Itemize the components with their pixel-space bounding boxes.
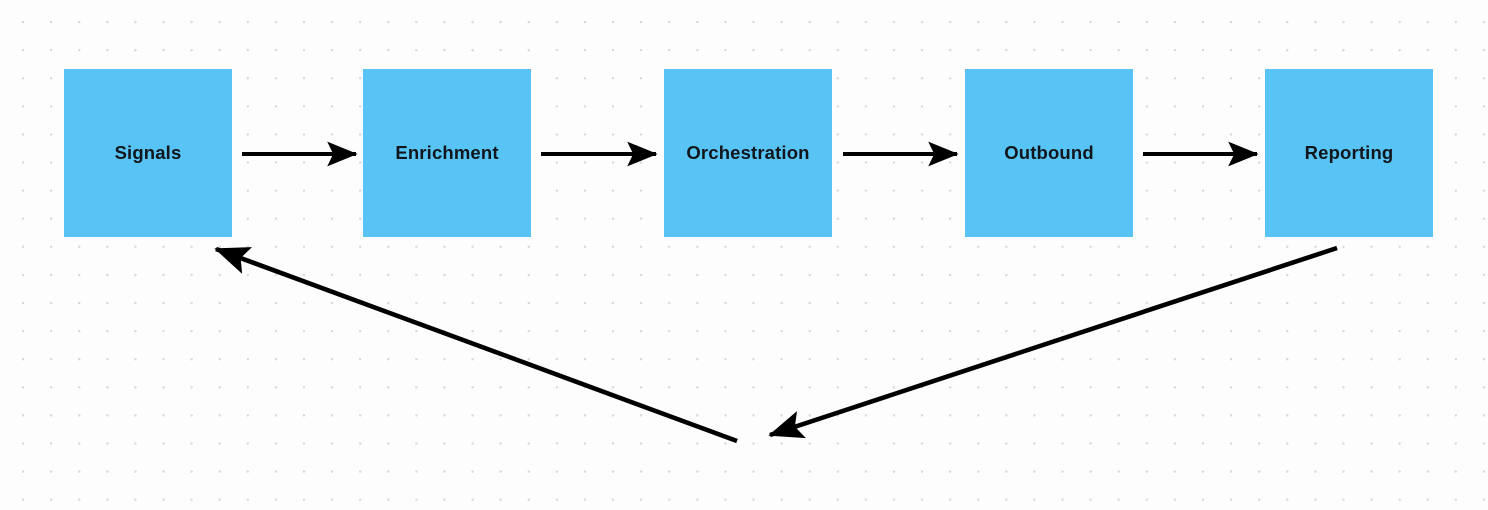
node-outbound[interactable]: Outbound xyxy=(965,69,1133,237)
edge-reporting-to-feedback-vertex xyxy=(768,245,1338,439)
node-label-signals: Signals xyxy=(114,141,182,163)
node-label-outbound: Outbound xyxy=(1004,141,1094,163)
node-signals[interactable]: Signals xyxy=(64,69,232,237)
edge-feedback-vertex-to-signals xyxy=(214,246,738,444)
node-reporting[interactable]: Reporting xyxy=(1265,69,1433,237)
node-orchestration[interactable]: Orchestration xyxy=(664,69,832,237)
node-label-reporting: Reporting xyxy=(1304,141,1394,163)
node-label-enrichment: Enrichment xyxy=(395,141,499,163)
node-enrichment[interactable]: Enrichment xyxy=(363,69,531,237)
node-label-orchestration: Orchestration xyxy=(686,141,810,163)
